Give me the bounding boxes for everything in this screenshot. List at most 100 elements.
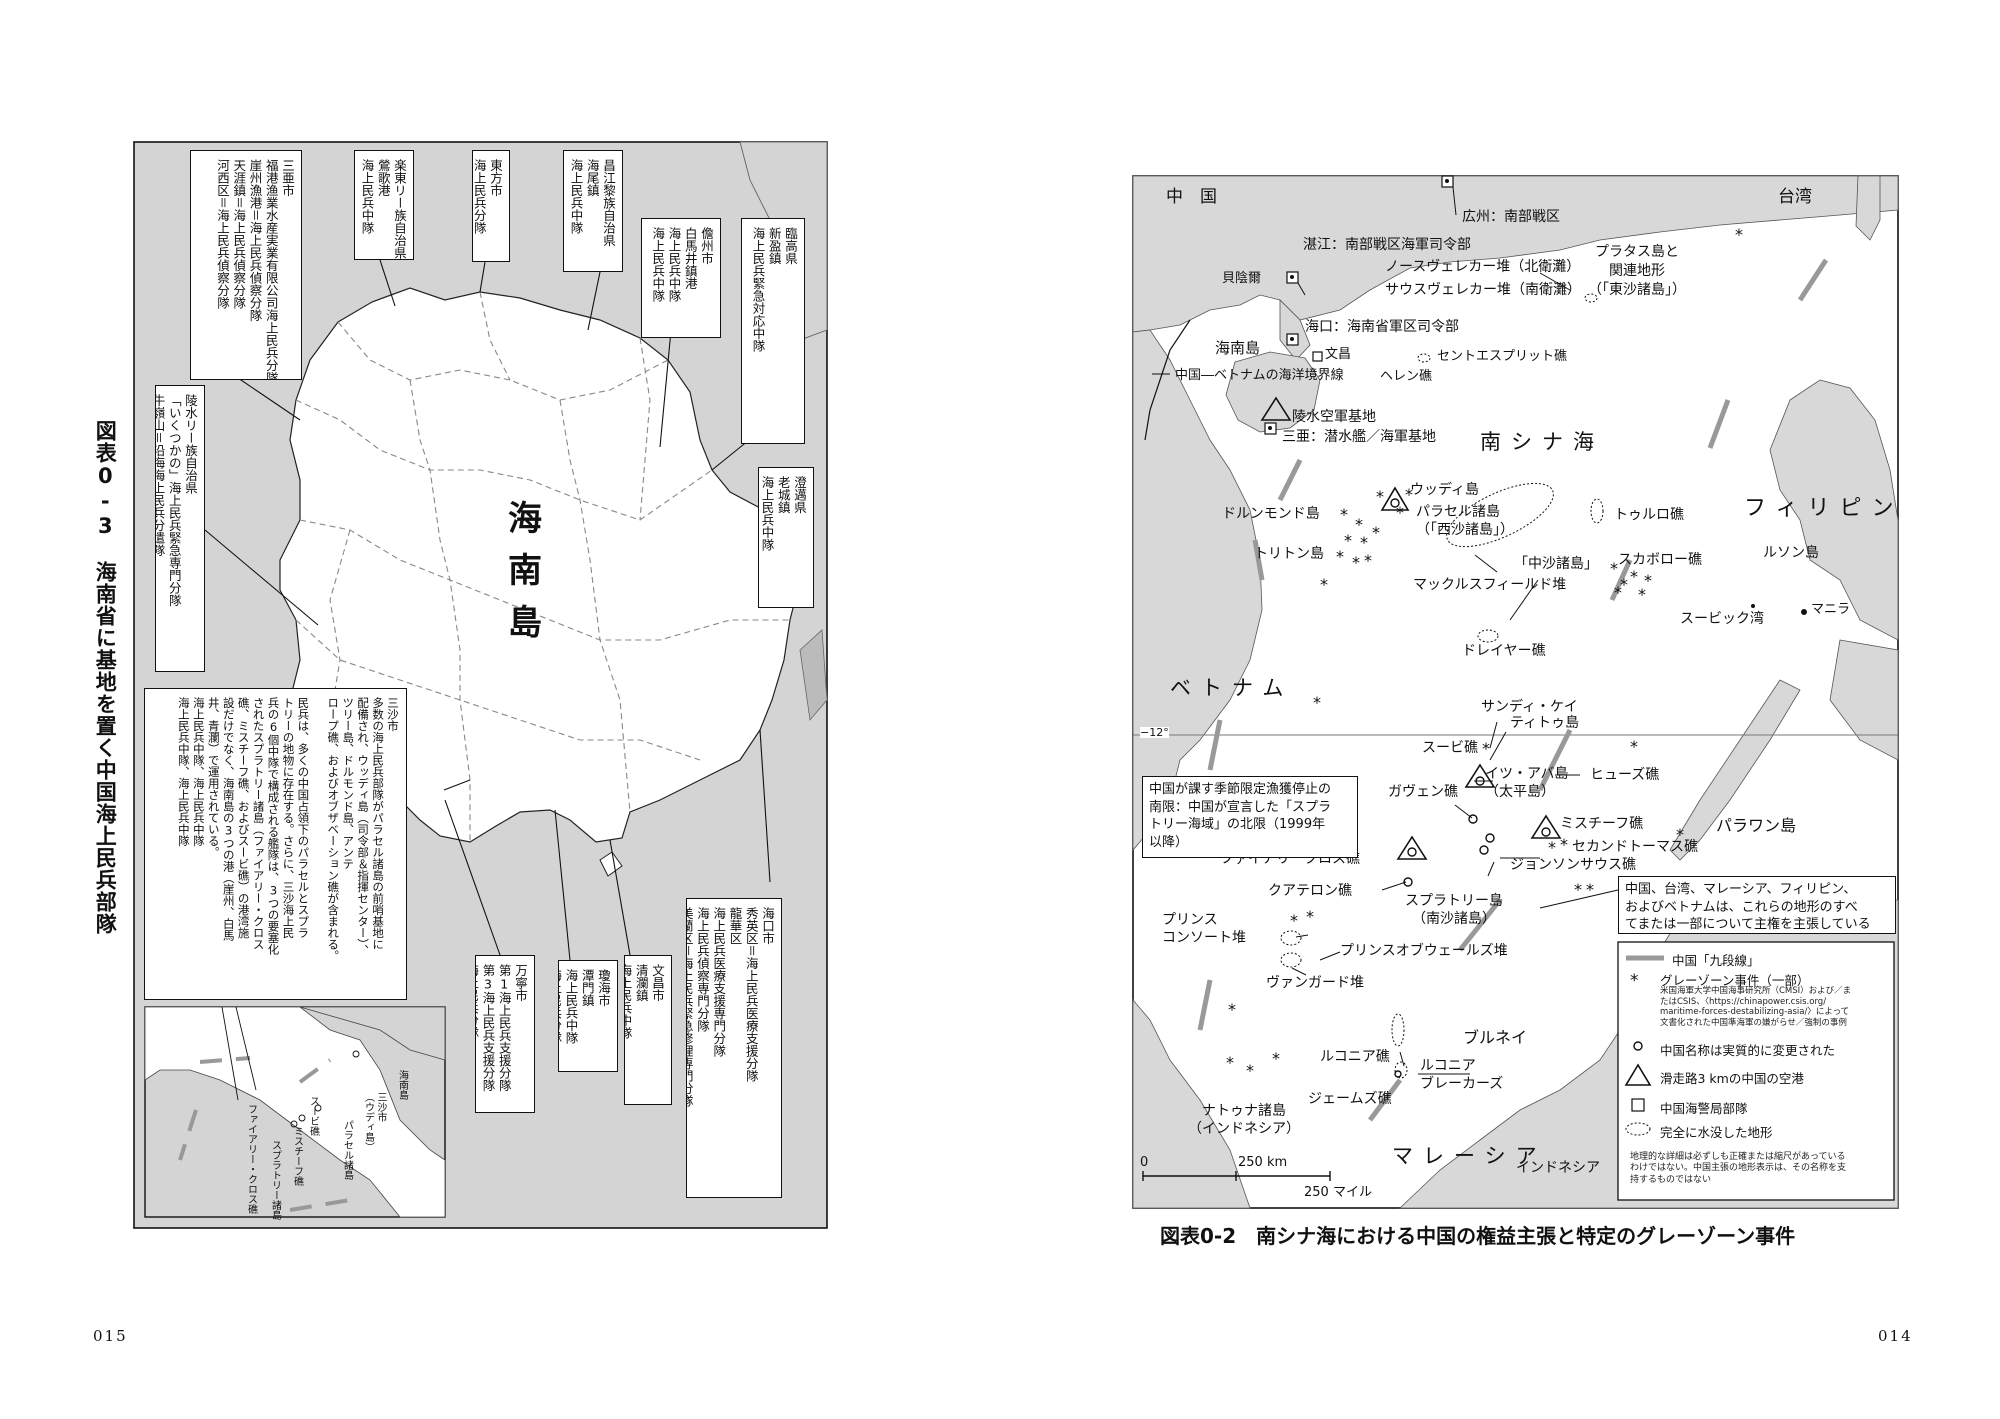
svg-text:*: * xyxy=(1630,737,1638,756)
svg-text:*: * xyxy=(1735,225,1743,244)
label-philippines: フィリピン xyxy=(1744,496,1904,521)
label-spratly: スプラトリー島 （南沙諸島） xyxy=(1405,893,1503,928)
label-cuarteron: クアテロン礁 xyxy=(1268,883,1352,899)
legend-renamed: 中国名称は実質的に変更された xyxy=(1660,1043,1836,1058)
label-triton: トリトン島 xyxy=(1254,546,1324,562)
label-prince-consort: プリンス コンソート堆 xyxy=(1162,912,1246,947)
scale-mile: 250 マイル xyxy=(1304,1185,1372,1200)
label-palawan: パラワン島 xyxy=(1716,816,1797,835)
svg-text:*: * xyxy=(1364,551,1372,570)
svg-text:*: * xyxy=(1306,907,1314,926)
box-qionghai: 瓊海市 潭門鎮 海上民兵中隊 海上民兵分隊 xyxy=(558,960,618,1072)
label-north-verker: ノースヴェレカー堆（北衛灘） xyxy=(1385,259,1581,275)
label-china: 中 国 xyxy=(1166,187,1217,207)
legend-grey-zone-source: 米国海軍大学中国海事研究所（CMSI）および／ま たはCSIS、〈https:/… xyxy=(1660,986,1852,1028)
svg-text:*: * xyxy=(1272,1049,1280,1068)
box-sansha-city: 三沙市 多数の海上民兵部隊がパラセル諸島の前哨基地に 配備され、ウッディ島（司令… xyxy=(144,688,407,1000)
svg-text:*: * xyxy=(1336,547,1344,566)
label-sanya: 三亜：潜水艦／海軍基地 xyxy=(1282,429,1436,445)
label-south-verker: サウスヴェレカー堆（南衛灘） xyxy=(1385,282,1581,298)
box-dongfang: 東方市 海上民兵分隊 xyxy=(472,150,510,262)
svg-text:*: * xyxy=(1630,567,1638,586)
svg-text:*: * xyxy=(1313,693,1321,712)
svg-text:*: * xyxy=(1644,571,1652,590)
right-page-number: 014 xyxy=(1878,1327,1913,1345)
box-changjiang: 昌江黎族自治県 海尾鎮 海上民兵中隊 xyxy=(563,150,623,272)
label-vietnam: ベトナム xyxy=(1170,676,1294,700)
label-macclesfield: マックルスフィールド堆 xyxy=(1413,577,1567,593)
scale-zero: 0 xyxy=(1140,1155,1149,1170)
svg-text:*: * xyxy=(1228,1000,1236,1019)
box-danzhou: 儋州市 白馬井鎮港 海上民兵中隊 海上民兵中隊 xyxy=(641,218,721,338)
svg-text:*: * xyxy=(1360,533,1368,552)
sovereignty-claims-note: 中国、台湾、マレーシア、フィリピン、 およびベトナムは、これらの地形のすべ てま… xyxy=(1618,876,1896,934)
label-drummond: ドルンモンド島 xyxy=(1222,506,1320,522)
label-zhongsha: 「中沙諸島」 xyxy=(1514,556,1598,572)
label-natuna: ナトゥナ諸島 （インドネシア） xyxy=(1188,1103,1300,1138)
inset-label-sansha: 三沙市 （ウディ島） xyxy=(362,1092,387,1152)
label-lat12: −12° xyxy=(1140,726,1169,739)
label-hughes: ヒューズ礁 xyxy=(1590,767,1660,783)
label-hainan: 海南島 xyxy=(1215,339,1261,357)
left-page-number: 015 xyxy=(93,1327,128,1345)
inset-label-paracel: パラセル諸島 xyxy=(341,1120,353,1180)
fishing-ban-note: 中国が課す季節限定漁獲停止の 南限：中国が宣言した「スプラ トリー海域」の北限（… xyxy=(1142,776,1358,858)
svg-text:*: * xyxy=(1396,503,1404,522)
box-lingao: 臨高県 新盈鎮 海上民兵緊急対応中隊 xyxy=(741,218,805,444)
svg-text:*: * xyxy=(1376,487,1384,506)
label-taiwan: 台湾 xyxy=(1778,187,1812,207)
box-ledong: 楽東リー族自治県 鶯歌港 海上民兵中隊 xyxy=(354,150,414,260)
svg-text:*: * xyxy=(1482,739,1490,758)
label-lingshui: 陵水空軍基地 xyxy=(1292,409,1376,425)
svg-text:*: * xyxy=(1620,575,1628,594)
legend-submerged: 完全に水没した地形 xyxy=(1660,1125,1773,1140)
inset-label-spratly: スプラトリー諸島 xyxy=(269,1140,281,1220)
svg-text:*: * xyxy=(1560,835,1568,854)
box-haikou: 海口市 秀英区＝海上民兵医療支援分隊 龍華区 海上民兵医療支援専門分隊 海上民兵… xyxy=(686,898,782,1198)
svg-text:*: * xyxy=(1355,515,1363,534)
svg-text:*: * xyxy=(1352,553,1360,572)
label-vanguard: ヴァンガード堆 xyxy=(1266,975,1364,991)
label-border: 中国―ベトナムの海洋境界線 xyxy=(1175,368,1344,383)
label-beihai: 貝陰爾 xyxy=(1222,271,1262,286)
label-prince-wales: プリンスオブウェールズ堆 xyxy=(1340,943,1508,959)
inset-label-mischief: ミスチーフ礁 xyxy=(291,1126,303,1186)
label-gaven: ガヴェン礁 xyxy=(1388,784,1458,800)
svg-text:*: * xyxy=(1246,1061,1254,1080)
svg-text:*: * xyxy=(1586,880,1594,899)
label-pratas: プラタス島と 関連地形 （「東沙諸島」） xyxy=(1588,244,1686,298)
svg-text:*: * xyxy=(1614,583,1622,602)
inset-label-hainan: 海南島 xyxy=(396,1070,408,1100)
label-truro: トゥルロ礁 xyxy=(1614,507,1684,523)
svg-text:*: * xyxy=(1344,531,1352,550)
box-chengmai: 澄邁県 老城鎮 海上民兵中隊 xyxy=(758,467,814,608)
label-johnson: ジョンソンサウス礁 xyxy=(1510,857,1636,873)
label-james: ジェームズ礁 xyxy=(1308,1091,1392,1107)
hainan-island-label: 海南島 xyxy=(501,500,542,656)
svg-text:*: * xyxy=(1638,585,1646,604)
box-lingshui: 陵水リー族自治県 「いくつかの」海上民兵緊急専門分隊 牛嶺山＝沿海海上民兵分遣隊 xyxy=(155,385,205,672)
svg-text:*: * xyxy=(1405,485,1413,504)
label-woody: ウッディ島 xyxy=(1410,482,1480,498)
label-guangzhou: 広州：南部戦区 xyxy=(1462,209,1560,225)
legend-disclaimer: 地理的な詳細は必ずしも正確または縮尺があっている わけではない。中国主張の地形表… xyxy=(1630,1152,1847,1185)
label-brunei: ブルネイ xyxy=(1463,1028,1528,1047)
box-wenchang: 文昌市 清瀾鎮 海上民兵中隊 xyxy=(624,955,672,1105)
scale-km: 250 km xyxy=(1238,1155,1288,1170)
svg-text:*: * xyxy=(1226,1053,1234,1072)
svg-text:*: * xyxy=(1290,911,1298,930)
label-paracel: パラセル諸島 （「西沙諸島」） xyxy=(1416,504,1514,539)
right-figure-caption: 図表0-2 南シナ海における中国の権益主張と特定のグレーゾーン事件 xyxy=(1160,1224,1796,1248)
label-haikou: 海口：海南省軍区司令部 xyxy=(1305,319,1459,335)
legend-cmsa: 中国海警局部隊 xyxy=(1660,1101,1748,1116)
label-thitu: ティトゥ島 xyxy=(1510,715,1580,731)
box-sanya-fishing: 三亜市 福港渔業水産実業有限公司海上民兵分隊 崖州漁港＝海上民兵偵察分隊 天涯鎮… xyxy=(190,150,302,380)
label-malaysia: マレーシア xyxy=(1392,1144,1547,1168)
label-wenchang: 文昌 xyxy=(1325,347,1352,362)
svg-text:*: * xyxy=(1574,880,1582,899)
label-zhanjiang: 湛江：南部戦区海軍司令部 xyxy=(1303,237,1471,253)
box-wanning: 万寧市 第1海上民兵支援分隊 第3海上民兵支援分隊 海上民兵分隊 xyxy=(475,955,535,1113)
label-sandy: サンディ・ケイ xyxy=(1481,699,1578,715)
svg-text:*: * xyxy=(1340,505,1348,524)
